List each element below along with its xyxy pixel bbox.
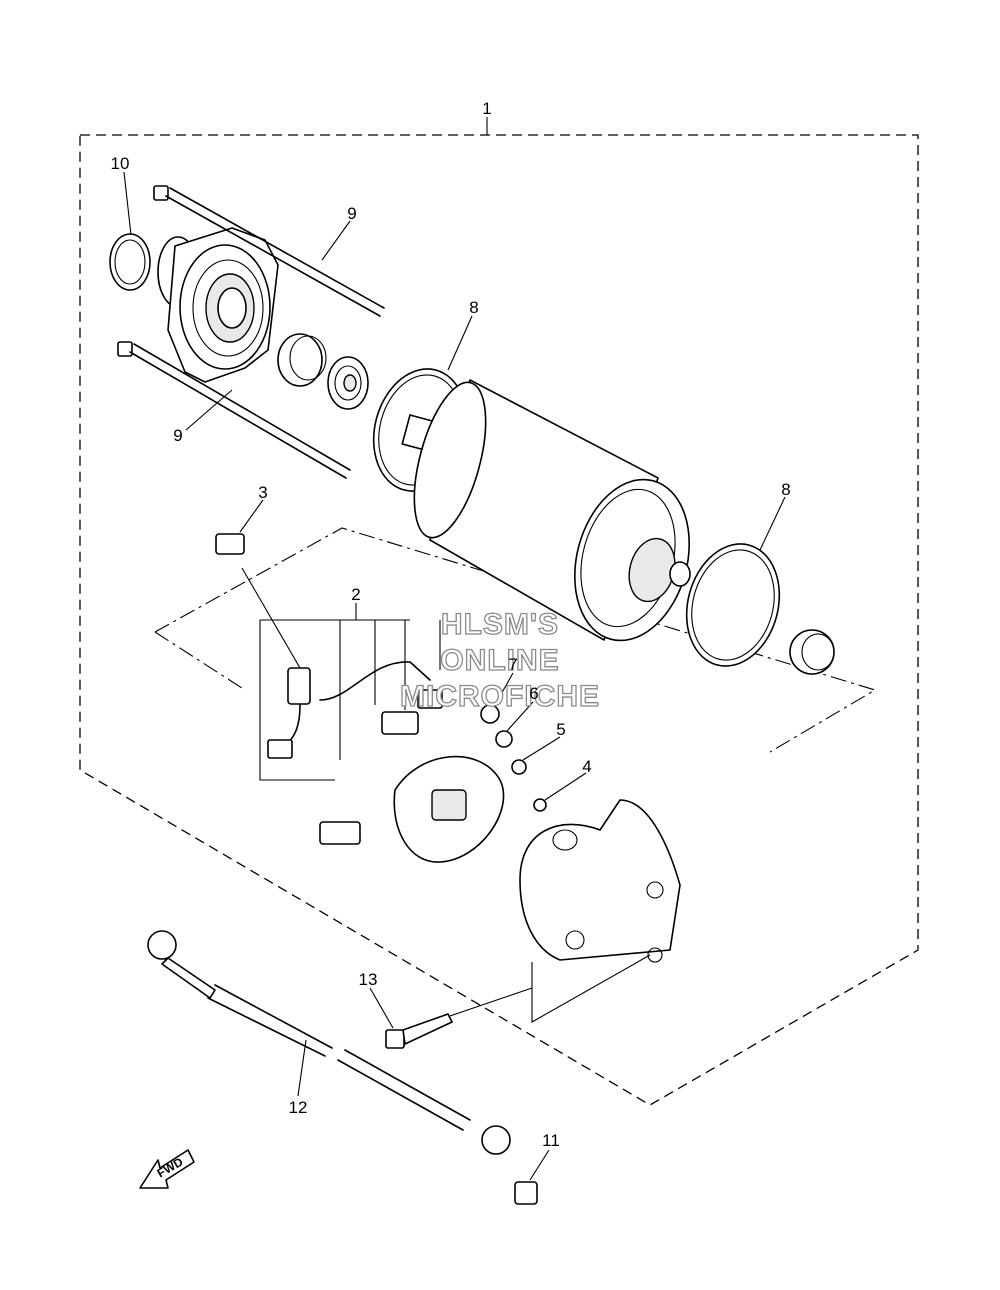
bearing-and-seal: [277, 333, 369, 410]
callout-numbers: 1 2 3 4 5 6 7 8 8 9 9 10 11 12 13: [111, 99, 791, 1150]
callout-9-lower: 9: [173, 426, 182, 445]
motor-yoke: [401, 379, 691, 642]
leader-lines: [123, 117, 786, 1181]
right-bearing: [789, 629, 835, 675]
callout-8-lower: 8: [781, 480, 790, 499]
small-hardware: [215, 533, 547, 812]
front-cover: [109, 227, 279, 383]
callout-5: 5: [556, 720, 565, 739]
callout-1: 1: [482, 99, 491, 118]
callout-4: 4: [582, 757, 591, 776]
watermark-line-3: MICROFICHE: [400, 680, 600, 713]
callout-13: 13: [359, 970, 378, 989]
rear-cover: [519, 799, 681, 1023]
watermark-line-1: HLSM'S: [441, 608, 559, 641]
watermark: HLSM'S ONLINE MICROFICHE: [399, 607, 600, 713]
callout-2: 2: [351, 585, 360, 604]
callout-7: 7: [508, 655, 517, 674]
callout-11: 11: [542, 1131, 560, 1150]
callout-9-upper: 9: [347, 204, 356, 223]
brush-plane-outline: [154, 527, 877, 753]
forward-direction-arrow: FWD: [139, 1149, 195, 1189]
watermark-line-2: ONLINE: [440, 644, 559, 677]
through-bolts: [117, 185, 385, 479]
callout-6: 6: [529, 684, 538, 703]
o-ring-10: [109, 233, 151, 291]
lead-wire: [147, 930, 538, 1205]
mounting-bolt: [385, 987, 533, 1049]
assembly-boundary: [79, 134, 919, 1106]
callout-12: 12: [289, 1098, 308, 1117]
callout-8-upper: 8: [469, 298, 478, 317]
callout-3: 3: [258, 483, 267, 502]
brush-assembly: [259, 619, 505, 863]
callout-10: 10: [111, 154, 130, 173]
